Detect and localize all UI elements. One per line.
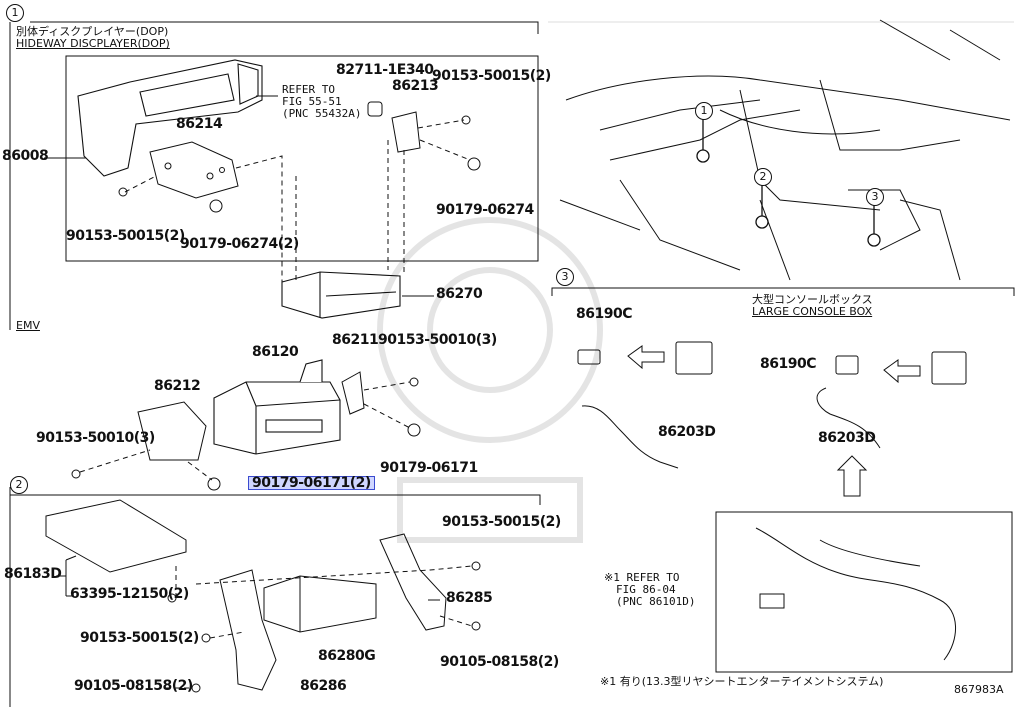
refer-line-2: FIG 55-51	[282, 95, 342, 108]
clip-icon	[367, 101, 383, 117]
emv-unit-86120-drawing	[213, 359, 341, 455]
section3-top-border	[551, 287, 1015, 296]
part-label-86211[interactable]: 86211	[332, 332, 379, 348]
usb-port-icon	[675, 341, 713, 375]
harness-note-drawing	[755, 527, 957, 661]
bracket-86211-drawing	[341, 371, 365, 415]
nut-icon	[467, 157, 481, 171]
disc-player-86270-drawing	[281, 271, 401, 319]
part-label-90153-50015-d[interactable]: 90153-50015(2)	[80, 630, 199, 646]
part-label-86190C-b[interactable]: 86190C	[760, 356, 816, 372]
bracket-86286-drawing	[219, 569, 277, 691]
usb-unit-86190C-b-drawing	[835, 355, 859, 375]
locator-point	[867, 233, 881, 247]
note-refer-line-3: (PNC 86101D)	[616, 595, 696, 608]
module-86280G-drawing	[263, 575, 377, 633]
cover-86183D-drawing	[45, 499, 187, 573]
part-label-86280G[interactable]: 86280G	[318, 648, 376, 664]
usb-port-icon	[931, 351, 967, 385]
usb-unit-86190C-a-drawing	[577, 349, 601, 365]
part-label-90153-50015-c[interactable]: 90153-50015(2)	[442, 514, 561, 530]
part-label-86203D-a[interactable]: 86203D	[658, 424, 716, 440]
bracket-86214-drawing	[149, 141, 239, 199]
section-marker-2: 2	[10, 476, 28, 494]
section1-title-jp: 別体ディスクプレイヤー(DOP)	[16, 25, 169, 38]
part-label-90105-08158-a[interactable]: 90105-08158(2)	[440, 654, 559, 670]
part-label-86183D[interactable]: 86183D	[4, 566, 62, 582]
part-label-90179-06171-highlighted[interactable]: 90179-06171(2)	[248, 476, 375, 490]
bracket-86213-drawing	[391, 111, 421, 153]
part-label-90179-06274-a[interactable]: 90179-06274	[436, 202, 534, 218]
part-label-86213[interactable]: 86213	[392, 78, 439, 94]
part-label-86270[interactable]: 86270	[436, 286, 483, 302]
figure-code: 867983A	[954, 683, 1004, 696]
part-label-86008[interactable]: 86008	[2, 148, 49, 164]
screw-icon	[118, 187, 128, 197]
bracket-86285-drawing	[379, 533, 447, 631]
part-label-86190C-a[interactable]: 86190C	[576, 306, 632, 322]
locator-marker-3: 3	[866, 188, 884, 206]
section3-title-jp: 大型コンソールボックス	[752, 293, 873, 306]
emv-label: EMV	[16, 319, 40, 332]
part-label-86120[interactable]: 86120	[252, 344, 299, 360]
note-refer-line-2: FIG 86-04	[616, 583, 676, 596]
part-label-90153-50015-a[interactable]: 90153-50015(2)	[432, 68, 551, 84]
part-label-90153-50010-a[interactable]: 90153-50010(3)	[378, 332, 497, 348]
section-marker-1: 1	[6, 4, 24, 22]
part-label-86286[interactable]: 86286	[300, 678, 347, 694]
locator-marker-2: 2	[754, 168, 772, 186]
locator-point	[696, 149, 710, 163]
section1-title-en: HIDEWAY DISCPLAYER(DOP)	[16, 37, 170, 50]
part-label-86203D-b[interactable]: 86203D	[818, 430, 876, 446]
part-label-90179-06171-a[interactable]: 90179-06171	[380, 460, 478, 476]
harness-86203D-a-drawing	[581, 405, 679, 469]
part-label-86212[interactable]: 86212	[154, 378, 201, 394]
section2-top-border	[9, 487, 541, 505]
part-label-86285[interactable]: 86285	[446, 590, 493, 606]
note-refer-line-1: ※1 REFER TO	[604, 571, 680, 584]
section3-footnote: ※1 有り(13.3型リヤシートエンターテイメントシステム)	[600, 675, 884, 688]
car-interior-drawing	[559, 19, 1011, 281]
nut-icon	[209, 199, 223, 213]
bracket-86008-drawing	[77, 59, 263, 177]
harness-86203D-b-drawing	[816, 387, 881, 449]
part-label-86214[interactable]: 86214	[176, 116, 223, 132]
locator-marker-1: 1	[695, 102, 713, 120]
bracket-86212-drawing	[137, 401, 207, 461]
part-label-63395-12150[interactable]: 63395-12150(2)	[70, 586, 189, 602]
part-label-90179-06274-b[interactable]: 90179-06274(2)	[180, 236, 299, 252]
part-label-82711-1E340[interactable]: 82711-1E340	[336, 62, 434, 78]
section-marker-3: 3	[556, 268, 574, 286]
part-label-90105-08158-b[interactable]: 90105-08158(2)	[74, 678, 193, 694]
part-label-90153-50010-b[interactable]: 90153-50010(3)	[36, 430, 155, 446]
section3-note-box	[715, 511, 1013, 673]
watermark-seal	[377, 217, 603, 543]
refer-line-1: REFER TO	[282, 83, 335, 96]
section1-top-border	[30, 21, 539, 34]
screw-icon	[461, 115, 471, 125]
locator-point	[755, 215, 769, 229]
refer-line-3: (PNC 55432A)	[282, 107, 362, 120]
section3-title-en: LARGE CONSOLE BOX	[752, 305, 873, 318]
arrow-icon	[627, 345, 921, 497]
part-label-90153-50015-b[interactable]: 90153-50015(2)	[66, 228, 185, 244]
